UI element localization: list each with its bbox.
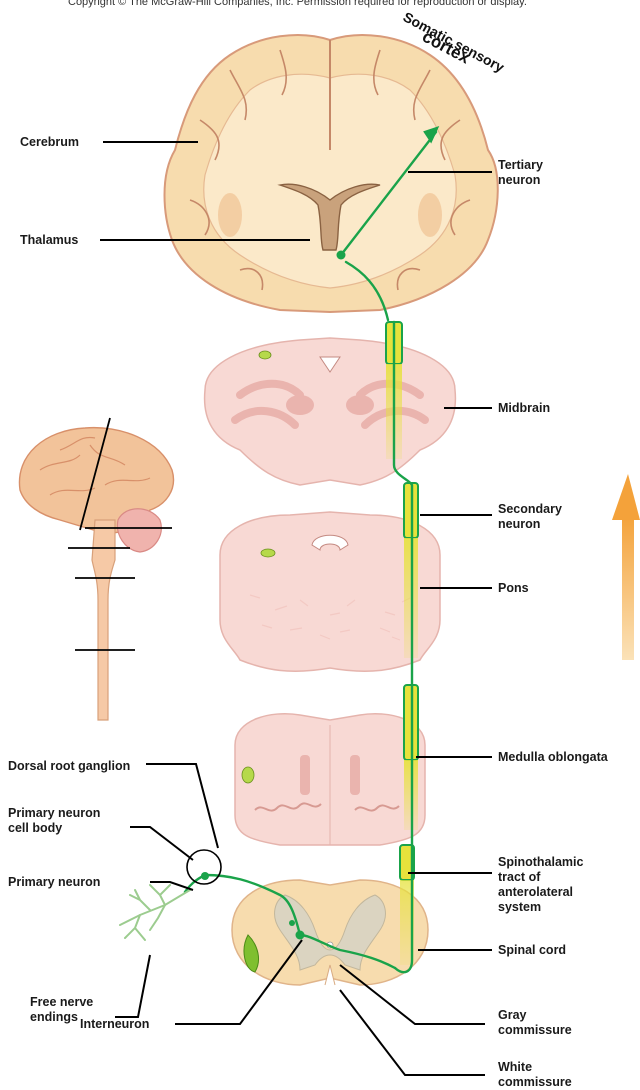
label-interneuron: Interneuron [80, 1017, 149, 1032]
label-secondary-neuron-line1: Secondary [498, 502, 562, 517]
label-free-nerve-endings-line1: Free nerve [30, 995, 93, 1010]
label-primary-neuron-cell-body-line1: Primary neuron [8, 806, 100, 821]
spinal-cord-section [232, 880, 428, 985]
label-pons: Pons [498, 581, 529, 596]
ascending-direction-arrow [612, 474, 640, 660]
label-secondary-neuron: Secondary neuron [498, 502, 562, 532]
label-tertiary-neuron-line1: Tertiary [498, 158, 543, 173]
label-white-commissure-line1: White [498, 1060, 572, 1075]
label-gray-commissure-line2: commissure [498, 1023, 572, 1038]
copyright-notice: Copyright © The McGraw-Hill Companies, I… [68, 0, 527, 8]
label-spinothalamic-line3: anterolateral [498, 885, 583, 900]
label-primary-neuron-cell-body: Primary neuron cell body [8, 806, 100, 836]
label-tertiary-neuron: Tertiary neuron [498, 158, 543, 188]
label-gray-commissure-line1: Gray [498, 1008, 572, 1023]
label-spinothalamic-line1: Spinothalamic [498, 855, 583, 870]
medulla-section [235, 714, 425, 845]
label-white-commissure-line2: commissure [498, 1075, 572, 1090]
midbrain-section [205, 338, 456, 485]
label-spinothalamic-tract: Spinothalamic tract of anterolateral sys… [498, 855, 583, 915]
label-cerebrum: Cerebrum [20, 135, 79, 150]
label-tertiary-neuron-line2: neuron [498, 173, 543, 188]
label-dorsal-root-ganglion: Dorsal root ganglion [8, 759, 130, 774]
interneuron-cell-body [296, 931, 305, 940]
cerebrum-section [165, 35, 498, 312]
label-spinal-cord: Spinal cord [498, 943, 566, 958]
label-primary-neuron-cell-body-line2: cell body [8, 821, 100, 836]
label-thalamus: Thalamus [20, 233, 78, 248]
label-primary-neuron: Primary neuron [8, 875, 100, 890]
primary-neuron-cell-body [201, 872, 209, 880]
tertiary-neuron-cell-body [337, 251, 346, 260]
label-midbrain: Midbrain [498, 401, 550, 416]
free-nerve-endings [120, 885, 190, 940]
label-gray-commissure: Gray commissure [498, 1008, 572, 1038]
label-white-commissure: White commissure [498, 1060, 572, 1090]
label-medulla-oblongata: Medulla oblongata [498, 750, 608, 765]
label-spinothalamic-line2: tract of [498, 870, 583, 885]
label-spinothalamic-line4: system [498, 900, 583, 915]
label-secondary-neuron-line2: neuron [498, 517, 562, 532]
